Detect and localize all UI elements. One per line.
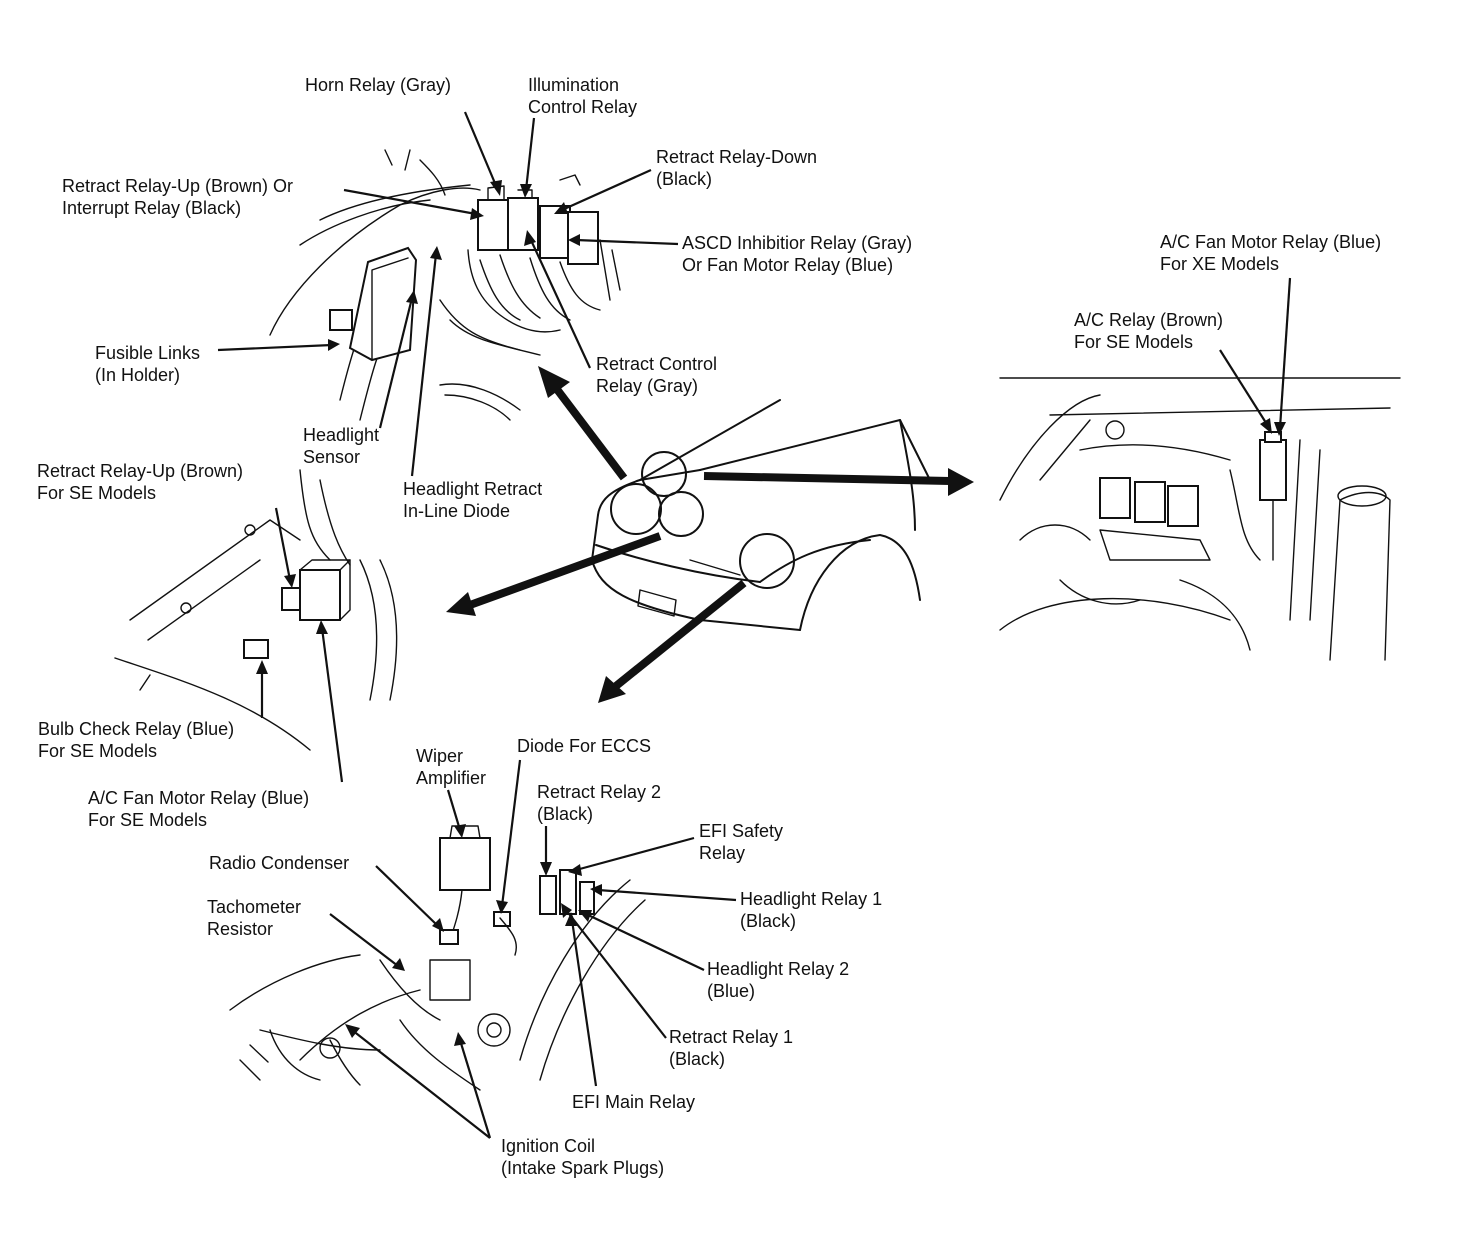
leader-lines — [217, 111, 1292, 1139]
label-retract-relay-2: Retract Relay 2 (Black) — [537, 782, 662, 824]
label-retract-control-relay: Retract Control Relay (Gray) — [596, 354, 718, 396]
label-tachometer-resistor: Tachometer Resistor — [207, 897, 302, 939]
label-headlight-relay-2: Headlight Relay 2 (Blue) — [707, 959, 850, 1001]
right-inset-engine-bay — [999, 377, 1401, 661]
label-fusible-links: Fusible Links (In Holder) — [95, 343, 201, 385]
label-diode-for-eccs: Diode For ECCS — [517, 736, 652, 756]
label-bulb-check-relay: Bulb Check Relay (Blue) For SE Models — [38, 719, 235, 761]
label-illumination-control-relay: Illumination Control Relay — [528, 75, 638, 117]
label-retract-relay-down: Retract Relay-Down (Black) — [656, 147, 818, 189]
pointer-arrows — [446, 366, 974, 703]
label-radio-condenser: Radio Condenser — [209, 853, 350, 873]
label-retract-relay-up-se: Retract Relay-Up (Brown) For SE Models — [37, 461, 244, 503]
car-front-view — [591, 399, 931, 631]
label-retract-relay-up-or-interrupt: Retract Relay-Up (Brown) Or Interrupt Re… — [62, 176, 294, 218]
label-ac-fan-motor-relay-se: A/C Fan Motor Relay (Blue) For SE Models — [88, 788, 310, 830]
label-ac-fan-motor-relay-xe: A/C Fan Motor Relay (Blue) For XE Models — [1160, 232, 1382, 274]
label-ignition-coil: Ignition Coil (Intake Spark Plugs) — [501, 1136, 665, 1178]
label-headlight-sensor: Headlight Sensor — [303, 425, 380, 467]
label-headlight-retract-diode: Headlight Retract In-Line Diode — [403, 479, 543, 521]
label-ascd-inhibitor-relay: ASCD Inhibitior Relay (Gray) Or Fan Moto… — [682, 233, 913, 275]
top-relay-cluster — [269, 149, 621, 421]
bottom-relay-cluster — [229, 825, 646, 1091]
label-wiper-amplifier: Wiper Amplifier — [416, 746, 487, 788]
label-ac-relay-se: A/C Relay (Brown) For SE Models — [1074, 310, 1224, 352]
label-efi-main-relay: EFI Main Relay — [572, 1092, 696, 1112]
label-headlight-relay-1: Headlight Relay 1 (Black) — [740, 889, 883, 931]
left-relay-panel — [114, 469, 398, 751]
label-retract-relay-1: Retract Relay 1 (Black) — [669, 1027, 794, 1069]
label-horn-relay: Horn Relay (Gray) — [305, 75, 452, 95]
label-efi-safety-relay: EFI Safety Relay — [699, 821, 784, 863]
